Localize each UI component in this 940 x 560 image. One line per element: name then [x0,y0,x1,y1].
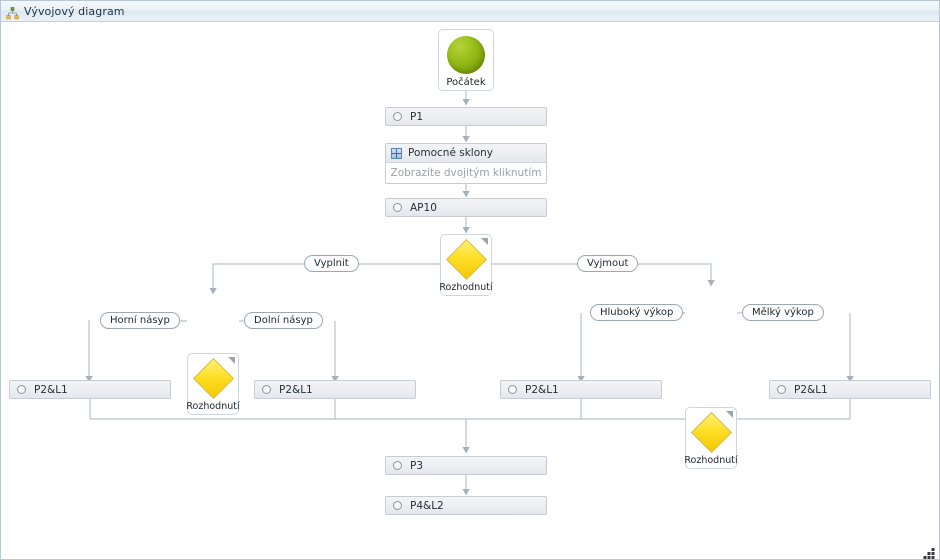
subprocess-header[interactable]: Pomocné sklony [386,144,546,163]
node-leaf-p2l1-2[interactable]: P2&L1 [254,380,416,399]
edge-label-melky-vykop-text: Mělký výkop [752,307,814,318]
node-leaf-p2l1-2-label: P2&L1 [279,383,313,396]
circle-ring-icon [393,501,402,510]
tree-diagram-icon [6,5,19,19]
node-decision-main[interactable]: Rozhodnutí [439,234,493,296]
circle-ring-icon [508,385,517,394]
edge-label-horni-nasyp[interactable]: Horní násyp [100,312,180,329]
node-decision-right-label: Rozhodnutí [684,455,738,466]
yellow-diamond-icon [690,411,732,454]
green-sphere-icon [447,36,485,74]
node-ap10-label: AP10 [410,201,437,214]
collapse-corner-icon[interactable] [481,238,488,245]
diagram-canvas[interactable]: Počátek P1 Pomocné sklony Zobrazíte dvoj… [1,22,939,559]
node-decision-right[interactable]: Rozhodnutí [684,407,738,469]
node-decision-left[interactable]: Rozhodnutí [186,353,240,415]
node-p3-label: P3 [410,459,424,472]
node-p4l2[interactable]: P4&L2 [385,496,547,515]
node-subprocess-pomocne-sklony[interactable]: Pomocné sklony Zobrazíte dvojitým kliknu… [385,143,547,184]
circle-ring-icon [393,461,402,470]
edge-label-vyplnit[interactable]: Vyplnit [304,255,359,272]
collapse-corner-icon[interactable] [726,411,733,418]
edge-label-melky-vykop[interactable]: Mělký výkop [742,304,824,321]
circle-ring-icon [262,385,271,394]
node-decision-main-label: Rozhodnutí [439,282,493,293]
resize-grip-icon[interactable] [923,544,936,559]
edge-label-dolni-nasyp-text: Dolní násyp [254,315,313,326]
node-p3[interactable]: P3 [385,456,547,475]
edge-label-vyjmout[interactable]: Vyjmout [577,255,639,272]
node-ap10[interactable]: AP10 [385,198,547,217]
node-leaf-p2l1-3[interactable]: P2&L1 [500,380,662,399]
circle-ring-icon [393,112,402,121]
subprocess-title: Pomocné sklony [408,147,494,159]
edge-label-horni-nasyp-text: Horní násyp [110,315,170,326]
edge-label-dolni-nasyp[interactable]: Dolní násyp [244,312,323,329]
collapse-corner-icon[interactable] [228,357,235,364]
window-title: Vývojový diagram [24,4,125,18]
circle-ring-icon [777,385,786,394]
node-p1-label: P1 [410,110,424,123]
circle-ring-icon [17,385,26,394]
circle-ring-icon [393,203,402,212]
node-p1[interactable]: P1 [385,107,547,126]
node-leaf-p2l1-4[interactable]: P2&L1 [769,380,931,399]
edge-label-hluboky-vykop[interactable]: Hluboký výkop [590,304,684,321]
node-leaf-p2l1-1-label: P2&L1 [34,383,68,396]
edge-label-vyjmout-text: Vyjmout [587,258,629,269]
node-start-label: Počátek [446,77,486,88]
node-start[interactable]: Počátek [438,29,494,91]
node-leaf-p2l1-3-label: P2&L1 [525,383,559,396]
yellow-diamond-icon [445,238,487,281]
yellow-diamond-icon [192,357,234,400]
subprocess-hint: Zobrazíte dvojitým kliknutím [386,163,546,183]
node-decision-left-label: Rozhodnutí [186,401,240,412]
edge-label-vyplnit-text: Vyplnit [314,258,349,269]
node-p4l2-label: P4&L2 [410,499,444,512]
subdiagram-icon [391,147,402,159]
edge-label-hluboky-vykop-text: Hluboký výkop [600,307,674,318]
node-leaf-p2l1-4-label: P2&L1 [794,383,828,396]
window-titlebar: Vývojový diagram [1,1,939,22]
node-leaf-p2l1-1[interactable]: P2&L1 [9,380,171,399]
